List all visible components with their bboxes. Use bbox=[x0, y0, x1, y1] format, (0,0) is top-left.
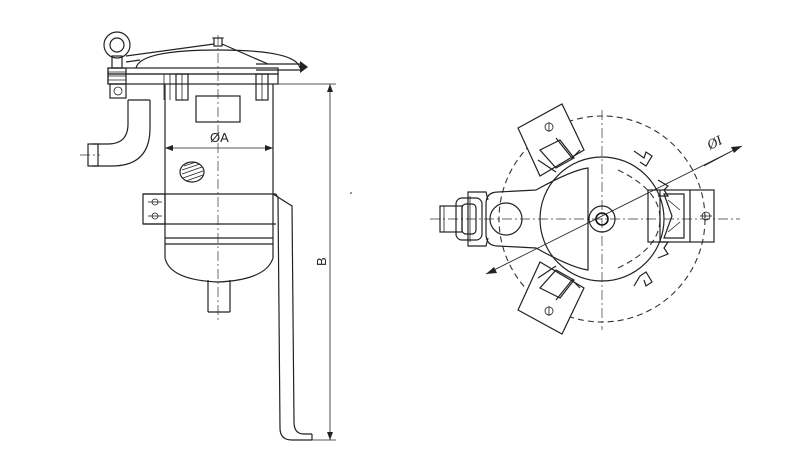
vent-outlet-arrow bbox=[256, 61, 308, 73]
side-mount-bracket bbox=[142, 193, 276, 225]
inlet-elbow-pipe bbox=[80, 99, 151, 167]
dimension-b-label: B bbox=[314, 257, 329, 266]
upper-mount-ear bbox=[517, 103, 585, 177]
cover-slots bbox=[633, 150, 670, 287]
dimension-a: ØA bbox=[165, 130, 273, 151]
dimension-b: B bbox=[278, 83, 336, 441]
dimension-a-label: ØA bbox=[210, 130, 229, 145]
outlet-block bbox=[647, 189, 715, 243]
filter-housing-body bbox=[164, 84, 274, 244]
side-view: ØA bbox=[80, 31, 352, 441]
cover-disk bbox=[539, 156, 665, 282]
drain-outlet bbox=[207, 280, 231, 313]
lower-mount-ear bbox=[517, 261, 585, 335]
top-view: ØI bbox=[430, 103, 743, 335]
dimension-i-label: ØI bbox=[704, 133, 726, 154]
cover-clamp-arm bbox=[125, 37, 269, 65]
top-flange bbox=[107, 67, 279, 101]
bottom-head bbox=[164, 237, 274, 283]
eyebolt-top bbox=[439, 196, 483, 242]
nameplate bbox=[179, 161, 205, 183]
support-leg bbox=[272, 193, 313, 441]
lifting-eyebolt bbox=[103, 31, 131, 99]
domed-cover bbox=[135, 49, 301, 69]
hinge-plate bbox=[467, 167, 589, 271]
